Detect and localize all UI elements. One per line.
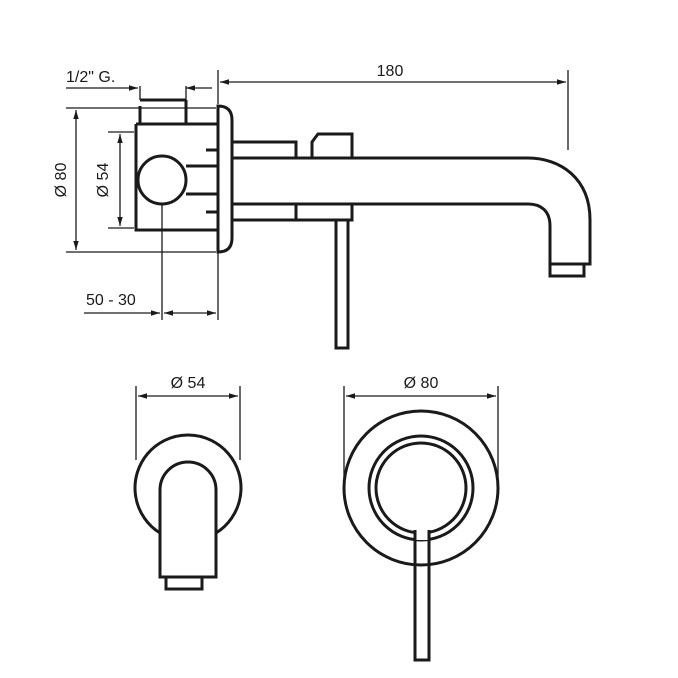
cartridge-circle	[136, 154, 188, 206]
side-dimensions: 180 1/2" G. Ø 80 Ø 54 50 - 30	[53, 63, 569, 320]
upper-stem	[232, 140, 298, 160]
lower-connector	[230, 204, 296, 222]
label-length: 180	[377, 63, 404, 80]
spout	[232, 156, 592, 266]
spout-front-view	[133, 433, 243, 591]
inlet-fitting	[138, 98, 188, 124]
lever-front-view	[342, 409, 500, 662]
lever-base	[294, 204, 354, 222]
spout-front-dimension: Ø 54	[135, 375, 241, 460]
label-depth: 50 - 30	[86, 292, 136, 309]
in-wall-body	[134, 122, 218, 232]
spout-body	[158, 460, 218, 579]
spout-outlet	[164, 575, 204, 591]
label-plate-diameter-side: Ø 80	[53, 163, 70, 198]
wall-plate	[216, 104, 234, 254]
spout-plate	[133, 433, 243, 535]
lever	[334, 220, 350, 350]
label-lever-plate-diameter: Ø 80	[404, 375, 439, 392]
lever-plate	[342, 409, 500, 567]
label-thread: 1/2" G.	[66, 69, 115, 86]
side-view	[134, 98, 592, 350]
lever-front-dimension: Ø 80	[343, 375, 499, 488]
spout-aerator	[548, 262, 586, 278]
lever-handle	[413, 533, 431, 662]
lever-handle-cover	[416, 528, 428, 540]
label-body-diameter-side: Ø 54	[95, 163, 112, 198]
inner-connectors	[186, 148, 218, 214]
lever-ring-outer	[367, 434, 475, 542]
lever-ring-inner	[374, 441, 468, 535]
handle-cap	[310, 132, 354, 160]
label-spout-plate-diameter: Ø 54	[171, 375, 206, 392]
